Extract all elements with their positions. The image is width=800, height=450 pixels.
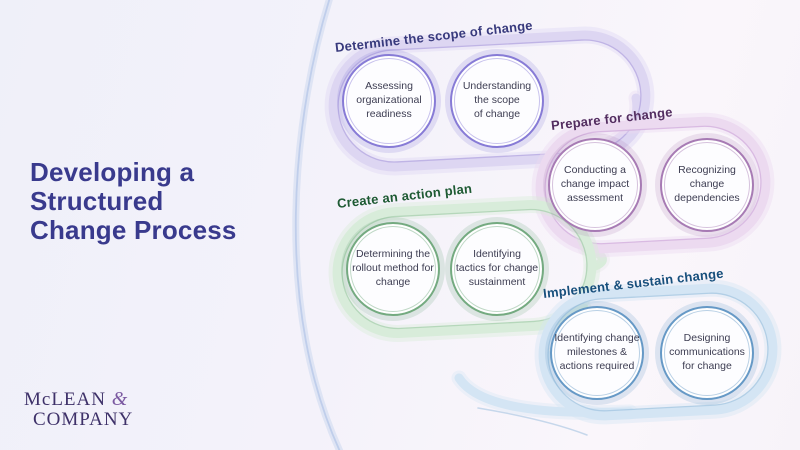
step-circle-assessing-readiness: Assessing organizational readiness [342, 54, 436, 148]
page-title: Developing a Structured Change Process [30, 157, 237, 246]
track-determine-scope [324, 26, 655, 176]
step-circle-text: Identifying change milestones & actions … [554, 332, 640, 372]
step-circle-text: Assessing organizational readiness [356, 80, 422, 120]
track-prepare-change [531, 112, 775, 258]
step-circle-impact-assessment: Conducting a change impact assessment [548, 138, 642, 232]
step-circle-text: Designing communications for change [669, 332, 745, 372]
step-circle-rollout-method: Determining the rollout method for chang… [346, 222, 440, 316]
logo-line-1: McLEAN & [24, 389, 133, 409]
step-circle-understanding-scope: Understanding the scope of change [450, 54, 544, 148]
track-implement-sustain [534, 279, 782, 425]
track-action-plan [328, 196, 601, 342]
step-circle-milestones-actions: Identifying change milestones & actions … [550, 306, 644, 400]
logo-company: COMPANY [33, 409, 134, 430]
step-circle-text: Identifying tactics for change sustainme… [455, 248, 539, 288]
logo-ampersand: & [111, 388, 128, 410]
step-circle-text: Conducting a change impact assessment [560, 164, 630, 204]
company-logo: McLEAN & COMPANY [24, 389, 133, 429]
background-arc [292, 0, 344, 450]
step-circle-designing-communications: Designing communications for change [660, 306, 754, 400]
step-circle-sustainment-tactics: Identifying tactics for change sustainme… [450, 222, 544, 316]
logo-mclean: McLEAN [24, 389, 106, 410]
step-circle-text: Determining the rollout method for chang… [352, 248, 434, 288]
step-circle-text: Recognizing change dependencies [674, 164, 740, 204]
step-circle-change-dependencies: Recognizing change dependencies [660, 138, 754, 232]
step-circle-text: Understanding the scope of change [462, 80, 532, 120]
